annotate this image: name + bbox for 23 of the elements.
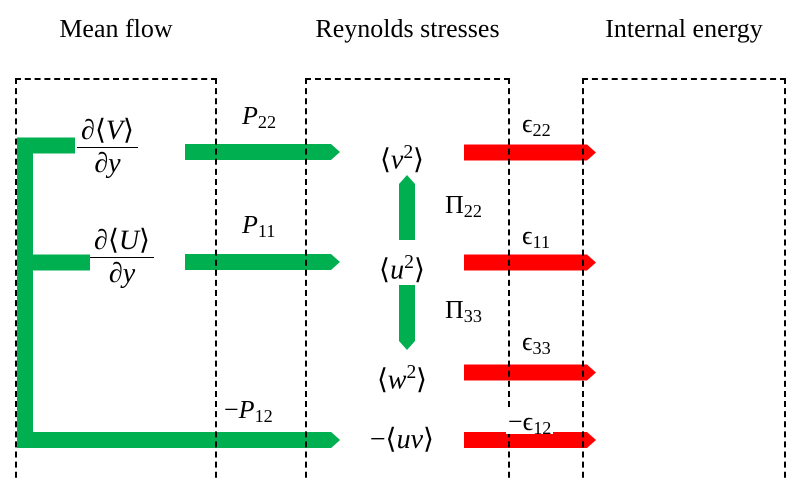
- region-title: Reynolds stresses: [314, 14, 501, 44]
- region-title: Mean flow: [58, 14, 174, 44]
- math-term: ⟨v$^{2}$⟩: [340, 130, 464, 175]
- edge-label: Π$_{22}$: [443, 193, 484, 217]
- fraction-expression: ∂⟨U⟩ ∂y: [90, 225, 185, 300]
- edge-label: Π$_{33}$: [443, 298, 484, 322]
- arrow: [464, 364, 596, 380]
- math-term: −⟨uv⟩: [340, 420, 464, 460]
- edge-label: P$_{22}$: [240, 104, 278, 128]
- fraction-expression: ∂⟨V⟩ ∂y: [75, 115, 185, 190]
- edge-label: P$_{11}$: [240, 213, 278, 237]
- arrow: [464, 254, 596, 270]
- region-title: Internal energy: [604, 14, 764, 44]
- arrow: [185, 254, 340, 270]
- math-term: ⟨u$^{2}$⟩: [340, 240, 464, 285]
- arrow: [399, 175, 415, 240]
- arrow: [464, 144, 596, 160]
- edge-label: −P$_{12}$: [222, 398, 275, 422]
- arrow: [399, 285, 415, 350]
- arrow: [185, 144, 340, 160]
- math-term: ⟨w$^{2}$⟩: [340, 350, 464, 395]
- arrow: [464, 432, 596, 448]
- edge-label: −ϵ$_{12}$: [506, 410, 554, 434]
